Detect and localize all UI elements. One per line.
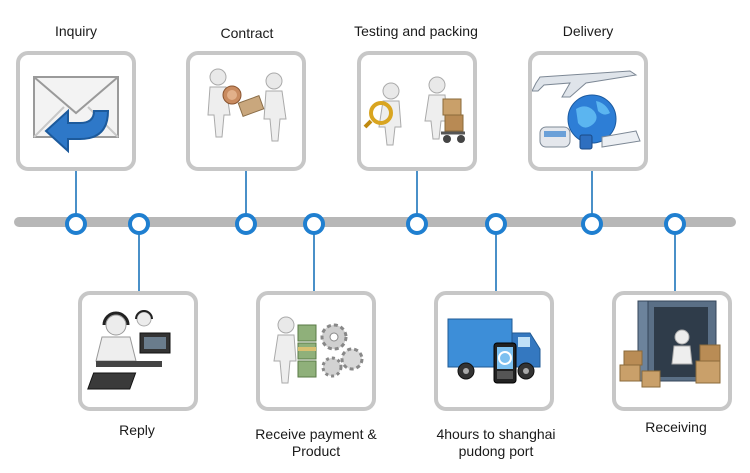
connector-inquiry (75, 171, 77, 217)
node-delivery (581, 213, 603, 235)
connector-contract (245, 171, 247, 217)
label-payment-line1: Receive payment & (255, 426, 377, 442)
card-testing (357, 51, 477, 171)
card-payment (256, 291, 376, 411)
card-contract (186, 51, 306, 171)
node-payment (303, 213, 325, 235)
label-payment-line2: Product (291, 443, 341, 459)
envelope-reply-icon (33, 76, 119, 154)
node-transit (485, 213, 507, 235)
node-reply (128, 213, 150, 235)
label-receiving: Receiving (645, 419, 707, 435)
label-reply: Reply (119, 422, 155, 438)
label-inquiry: Inquiry (54, 23, 98, 39)
delivery-truck-phone-icon (447, 318, 541, 384)
connector-delivery (591, 171, 593, 217)
card-receiving (612, 291, 732, 411)
node-inquiry (65, 213, 87, 235)
airplane-globe-train-icon (532, 70, 641, 150)
connector-receiving (674, 227, 676, 291)
container-boxes-icon (619, 300, 721, 388)
handshake-contract-icon (207, 68, 287, 142)
connector-testing (416, 171, 418, 217)
label-transit-line2: pudong port (458, 443, 534, 459)
card-reply (78, 291, 198, 411)
timeline-bar (14, 217, 736, 227)
label-delivery: Delivery (562, 23, 614, 39)
magnifier-boxes-icon (363, 76, 465, 146)
node-contract (235, 213, 257, 235)
card-inquiry (16, 51, 136, 171)
connector-payment (313, 227, 315, 291)
label-contract: Contract (220, 25, 274, 41)
node-testing (406, 213, 428, 235)
card-delivery (528, 51, 648, 171)
connector-transit (495, 227, 497, 291)
label-testing: Testing and packing (354, 23, 478, 39)
card-transit (434, 291, 554, 411)
node-receiving (664, 213, 686, 235)
label-transit-line1: 4hours to shanghai (436, 426, 556, 442)
connector-reply (138, 227, 140, 291)
call-center-headset-icon (87, 310, 171, 390)
money-gears-icon (273, 316, 364, 384)
